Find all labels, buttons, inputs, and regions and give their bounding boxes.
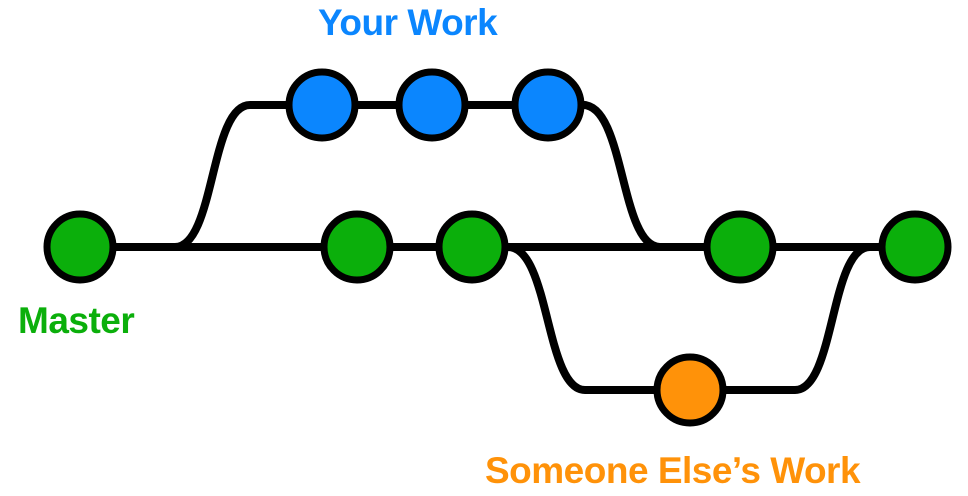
- commit-node-master-3[interactable]: [435, 210, 509, 284]
- edge-branch-out-someone-else: [504, 243, 664, 394]
- edge-branch-out-your-work: [171, 101, 294, 251]
- commit-node-your-work-2[interactable]: [395, 68, 469, 142]
- branch-label-your-work: Your Work: [318, 2, 498, 43]
- commit-node-master-5-merge[interactable]: [878, 210, 952, 284]
- commit-node-someone-elses-work-1[interactable]: [653, 353, 727, 427]
- branch-label-someone-elses-work: Someone Else’s Work: [485, 450, 861, 491]
- commit-node-your-work-1[interactable]: [285, 68, 359, 142]
- commit-node-master-1[interactable]: [43, 210, 117, 284]
- commit-node-master-2[interactable]: [320, 210, 394, 284]
- commit-node-layer: [43, 68, 952, 427]
- commit-node-master-4-merge[interactable]: [703, 210, 777, 284]
- commit-node-your-work-3[interactable]: [511, 68, 585, 142]
- branch-label-master: Master: [18, 300, 135, 341]
- edge-merge-in-someone-else: [716, 243, 874, 394]
- edge-merge-in-your-work: [579, 101, 711, 251]
